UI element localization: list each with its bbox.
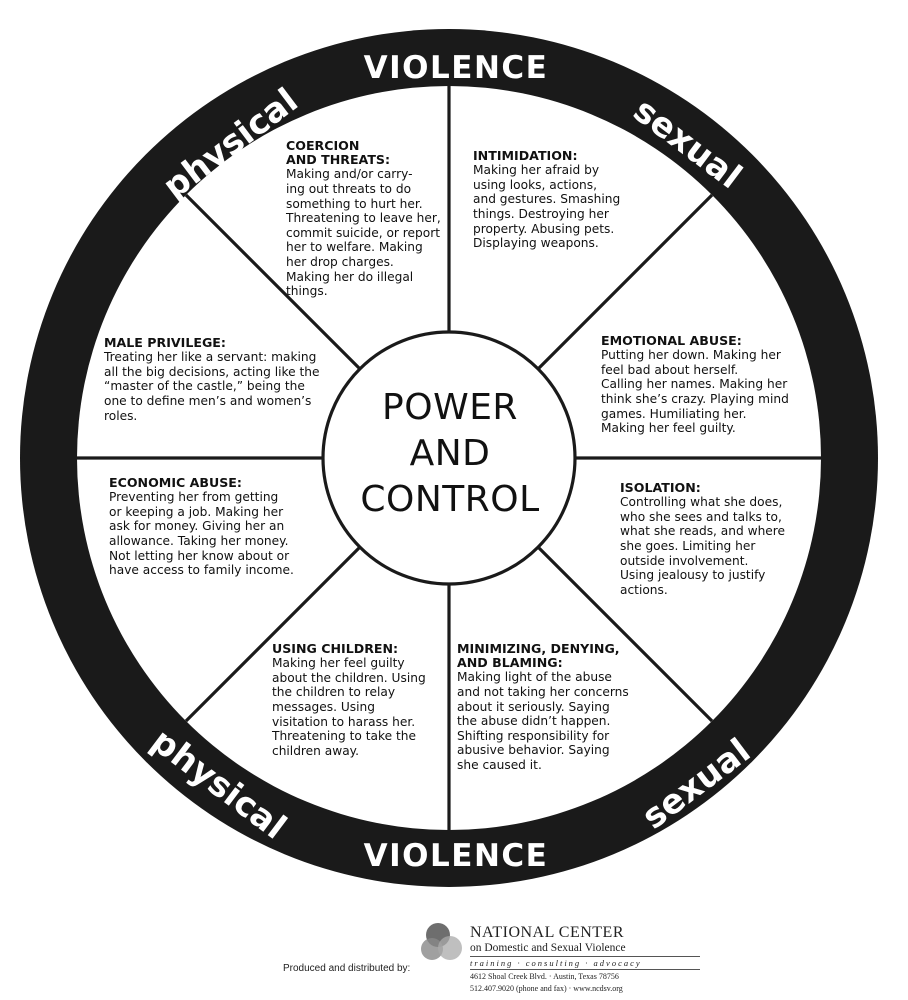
segment-description: Making her feel guilty about the childre… bbox=[272, 656, 426, 758]
segment-title: MALE PRIVILEGE: bbox=[104, 335, 226, 350]
rim-label-top: VIOLENCE bbox=[364, 50, 549, 86]
spokes bbox=[77, 86, 821, 830]
spoke-upper-right bbox=[536, 193, 714, 371]
hub bbox=[321, 330, 577, 586]
ncdsv-logo-icon bbox=[421, 923, 462, 960]
segment-title: EMOTIONAL ABUSE: bbox=[601, 333, 742, 348]
segment-isolation: ISOLATION: Controlling what she does, wh… bbox=[620, 480, 805, 597]
segment-title: COERCION bbox=[286, 138, 360, 153]
segment-title: MINIMIZING, DENYING, bbox=[457, 641, 620, 656]
segment-description: Making her afraid by using looks, action… bbox=[473, 163, 621, 251]
segment-title: ISOLATION: bbox=[620, 480, 701, 495]
segment-coercion-and-threats: COERCION AND THREATS: Making and/or carr… bbox=[286, 138, 446, 299]
segment-title: AND THREATS: bbox=[286, 152, 391, 168]
organization-info: NATIONAL CENTER on Domestic and Sexual V… bbox=[470, 925, 700, 994]
center-title-line3: CONTROL bbox=[360, 479, 540, 520]
organization-tagline: training · consulting · advocacy bbox=[470, 956, 700, 970]
rim-label-bottom: VIOLENCE bbox=[364, 838, 549, 874]
segment-description: Treating her like a servant: making all … bbox=[104, 350, 320, 423]
segment-description: Controlling what she does, who she sees … bbox=[620, 495, 786, 597]
segment-economic-abuse: ECONOMIC ABUSE: Preventing her from gett… bbox=[109, 475, 314, 578]
power-control-wheel: VIOLENCE VIOLENCE physical sexual physic… bbox=[20, 29, 878, 887]
segment-title: INTIMIDATION: bbox=[473, 148, 578, 163]
produced-by-label: Produced and distributed by: bbox=[283, 963, 411, 974]
segment-description: Putting her down. Making her feel bad ab… bbox=[601, 348, 789, 436]
segment-minimizing-denying-blaming: MINIMIZING, DENYING, AND BLAMING: Making… bbox=[457, 641, 637, 773]
organization-subtitle: on Domestic and Sexual Violence bbox=[470, 942, 626, 954]
segment-intimidation: INTIMIDATION: Making her afraid by using… bbox=[473, 148, 633, 251]
spoke-upper-left bbox=[184, 193, 362, 371]
center-title: POWER AND CONTROL bbox=[330, 385, 570, 523]
spoke-lower-left bbox=[184, 545, 362, 723]
segment-male-privilege: MALE PRIVILEGE: Treating her like a serv… bbox=[104, 335, 329, 423]
spoke-lower-right bbox=[536, 545, 714, 723]
center-title-line2: AND bbox=[409, 433, 491, 474]
center-title-line1: POWER bbox=[382, 387, 518, 428]
segment-description: Preventing her from getting or keeping a… bbox=[109, 490, 294, 578]
segment-title: AND BLAMING: bbox=[457, 655, 563, 671]
segment-title: ECONOMIC ABUSE: bbox=[109, 475, 242, 490]
segment-title: USING CHILDREN: bbox=[272, 641, 399, 656]
organization-address: 4612 Shoal Creek Blvd. · Austin, Texas 7… bbox=[470, 972, 619, 981]
segment-using-children: USING CHILDREN: Making her feel guilty a… bbox=[272, 641, 442, 758]
segment-description: Making light of the abuse and not taking… bbox=[457, 670, 629, 772]
segment-emotional-abuse: EMOTIONAL ABUSE: Putting her down. Makin… bbox=[601, 333, 801, 436]
segment-description: Making and/or carry- ing out threats to … bbox=[286, 167, 441, 299]
organization-name: NATIONAL CENTER bbox=[470, 924, 624, 941]
organization-contact: 512.407.9020 (phone and fax) · www.ncdsv… bbox=[470, 984, 623, 993]
